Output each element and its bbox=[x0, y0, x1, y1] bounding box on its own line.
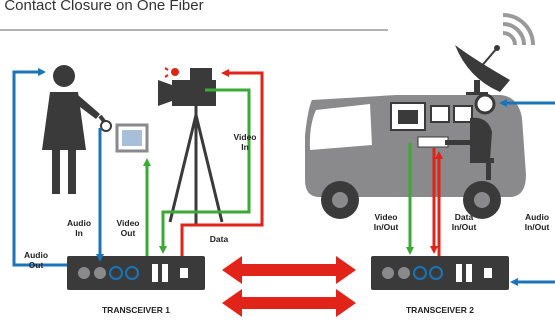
broadcast-van-icon bbox=[305, 93, 526, 219]
audio-signal-lines bbox=[12, 68, 555, 286]
tripod-icon bbox=[168, 106, 224, 225]
monitor-icon bbox=[115, 123, 149, 153]
diagram-title: : Contact Closure on One Fiber bbox=[0, 0, 204, 14]
video-signal-lines bbox=[143, 88, 414, 256]
video-in-out-label: Video In/Out bbox=[373, 212, 399, 232]
video-camera-icon bbox=[158, 67, 216, 106]
data-in-out-label: Data In/Out bbox=[451, 212, 477, 232]
satellite-dish-icon bbox=[455, 45, 510, 97]
audio-in-label: Audio In bbox=[66, 218, 92, 238]
data-label: Data bbox=[209, 234, 229, 244]
transceiver-icon bbox=[67, 256, 205, 290]
video-out-label: Video Out bbox=[116, 218, 140, 238]
wireless-signal-icon bbox=[502, 13, 535, 46]
transceiver-2-label: TRANSCEIVER 2 bbox=[405, 305, 474, 315]
audio-in-out-label: Audio In/Out bbox=[524, 212, 550, 232]
transceiver-icon bbox=[371, 256, 509, 290]
video-in-label: Video In bbox=[233, 132, 257, 152]
audio-out-label: Audio Out bbox=[23, 250, 49, 270]
fiber-link-arrows bbox=[222, 256, 356, 317]
person-with-microphone-icon bbox=[42, 65, 112, 194]
transceiver-1-label: TRANSCEIVER 1 bbox=[101, 305, 170, 315]
data-signal-lines bbox=[180, 69, 443, 256]
